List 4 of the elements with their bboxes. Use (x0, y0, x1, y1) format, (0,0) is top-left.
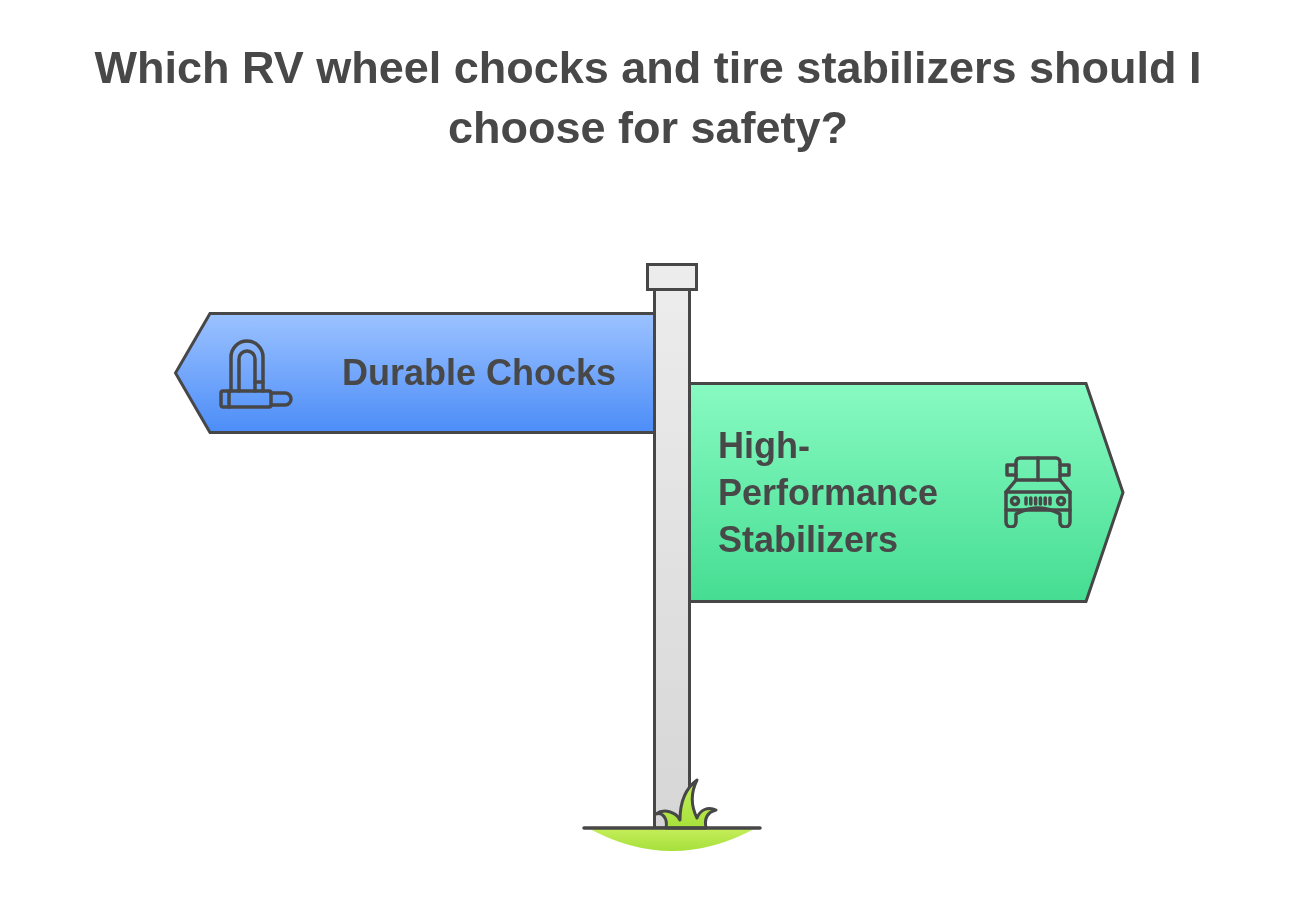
signpost-arrow-board (688, 382, 1125, 603)
sign-label: High-Performance Stabilizers (718, 424, 940, 562)
title: Which RV wheel chocks and tire stabilizers should I choose for safety? (93, 41, 1203, 155)
sign-label: Durable Chocks (342, 351, 617, 395)
